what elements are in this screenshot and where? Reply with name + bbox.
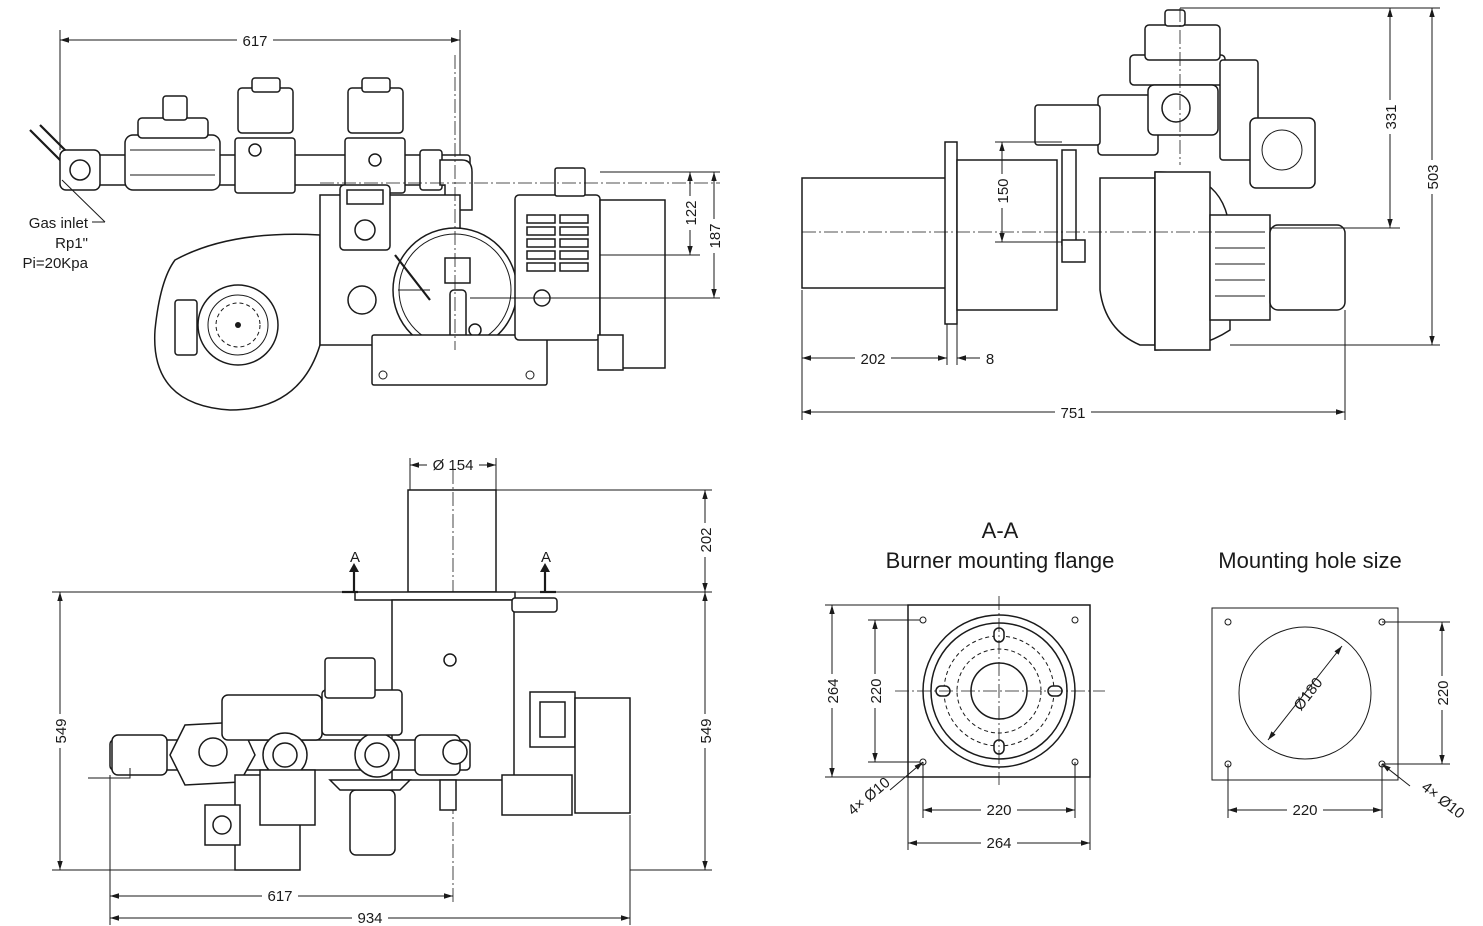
hole-title: Mounting hole size	[1218, 548, 1401, 573]
section-mark-right: A	[541, 549, 551, 566]
front-dim-187: 187	[707, 223, 724, 248]
front-dim-122: 122	[683, 200, 700, 225]
side-dim-202: 202	[860, 351, 885, 368]
section-mark-left: A	[350, 549, 360, 566]
side-dim-503: 503	[1425, 164, 1442, 189]
top-dim-934: 934	[357, 910, 382, 926]
side-dim-8: 8	[986, 351, 994, 368]
top-dim-202: 202	[698, 527, 715, 552]
gas-inlet-pressure: Pi=20Kpa	[23, 255, 89, 272]
front-width-dim: 617	[242, 33, 267, 50]
hole-dim-220-h: 220	[1292, 802, 1317, 819]
front-view: 617	[23, 30, 724, 411]
section-title: A-A	[982, 518, 1019, 543]
hole-dim-220-v: 220	[1435, 680, 1452, 705]
flange-view: A-A Burner mounting flange 264 220	[824, 518, 1114, 852]
gas-inlet-thread: Rp1"	[55, 235, 88, 252]
side-dim-751: 751	[1060, 405, 1085, 422]
flange-dim-220-v: 220	[868, 678, 885, 703]
flange-dim-264-v: 264	[825, 678, 842, 703]
top-dim-tube-dia: Ø 154	[433, 457, 474, 474]
top-dim-549-left: 549	[53, 718, 70, 743]
vent-slots	[526, 214, 589, 272]
side-dim-150: 150	[995, 178, 1012, 203]
flange-title: Burner mounting flange	[886, 548, 1115, 573]
side-view: 150 331 503 202 8 751	[801, 7, 1442, 422]
side-dim-331: 331	[1383, 104, 1400, 129]
top-dim-549-right: 549	[698, 718, 715, 743]
top-view: Ø 154	[52, 457, 715, 926]
flange-dim-264-h: 264	[986, 835, 1011, 852]
hole-note: 4× Ø10	[1418, 778, 1468, 822]
top-dim-617: 617	[267, 888, 292, 905]
flange-dim-220-h: 220	[986, 802, 1011, 819]
hole-dim-diameter: Ø180	[1290, 675, 1326, 714]
mounting-hole-view: Mounting hole size Ø180 220 220 4× Ø10	[1211, 548, 1468, 822]
gas-inlet-label: Gas inlet	[29, 215, 89, 232]
flange-hole-note: 4× Ø10	[845, 774, 894, 819]
